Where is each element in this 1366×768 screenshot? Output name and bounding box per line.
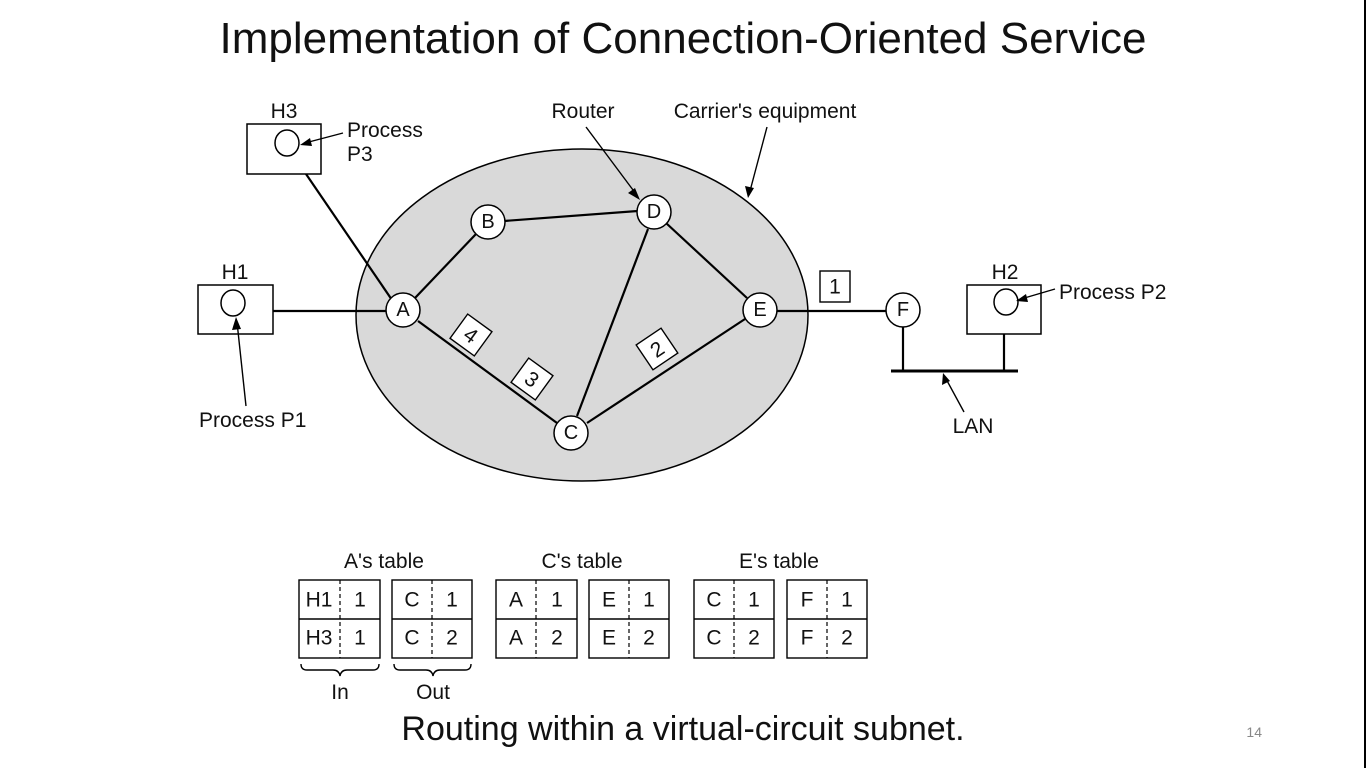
e-in-row1-node: C [706, 589, 721, 612]
page-number: 14 [1246, 724, 1262, 740]
a-table-title: A's table [344, 550, 424, 573]
in-label: In [331, 681, 349, 704]
a-out-row1-vc: 1 [446, 589, 458, 612]
process-p3-label-line1: Process [347, 119, 423, 142]
c-table-title: C's table [541, 550, 622, 573]
packet-3: 3 [510, 357, 554, 401]
c-out-row1-node: E [602, 589, 616, 612]
e-out-row2-vc: 2 [841, 627, 853, 650]
c-out-row2-vc: 2 [643, 627, 655, 650]
packet-1-label: 1 [829, 276, 841, 299]
link-d-e [665, 222, 748, 299]
e-in-row2-node: C [706, 627, 721, 650]
carrier-arrowhead [745, 186, 754, 198]
lan-arrowhead [942, 373, 950, 385]
a-in-row1-vc: 1 [354, 589, 366, 612]
a-table-in: H1 1 H3 1 [298, 579, 381, 659]
carrier-callout-label: Carrier's equipment [674, 100, 857, 123]
out-label: Out [416, 681, 450, 704]
router-b-label: B [481, 211, 494, 233]
process-p1-arrow [236, 321, 247, 407]
e-out-row1-vc: 1 [841, 589, 853, 612]
e-in-row2-vc: 2 [748, 627, 760, 650]
a-out-row2-node: C [404, 627, 419, 650]
process-p1-arrowhead [232, 317, 241, 330]
router-a-label: A [396, 299, 410, 321]
router-d-circle [636, 194, 672, 230]
c-out-row2-node: E [602, 627, 616, 650]
process-p1-label: Process P1 [199, 409, 306, 432]
slide-caption: Routing within a virtual-circuit subnet. [401, 710, 965, 748]
host-h3-label: H3 [271, 100, 298, 123]
link-a-b [414, 233, 477, 299]
process-p3-arrow [304, 132, 344, 144]
link-h3-a [305, 173, 393, 301]
router-f-label: F [897, 299, 909, 321]
router-d-label: D [647, 201, 661, 223]
packet-1: 1 [819, 270, 851, 303]
carrier-callout-arrow [749, 126, 768, 192]
router-b-circle [470, 204, 506, 240]
c-in-row2-vc: 2 [551, 627, 563, 650]
in-brace [300, 663, 380, 677]
process-p3-label-line2: P3 [347, 143, 373, 166]
router-c-circle [553, 415, 589, 451]
process-p2-label: Process P2 [1059, 281, 1166, 304]
e-table-in: C 1 C 2 [693, 579, 775, 659]
a-in-row1-node: H1 [306, 589, 333, 612]
e-out-row1-node: F [801, 589, 814, 612]
out-brace [393, 663, 472, 677]
process-p3-arrowhead [300, 138, 312, 146]
c-in-row1-vc: 1 [551, 589, 563, 612]
e-table-title: E's table [739, 550, 819, 573]
link-a-c [417, 320, 558, 424]
host-h1-label: H1 [222, 261, 249, 284]
router-f-circle [885, 292, 921, 328]
packet-4: 4 [449, 313, 493, 357]
router-e-circle [742, 292, 778, 328]
router-callout-label: Router [551, 100, 614, 123]
e-in-row1-vc: 1 [748, 589, 760, 612]
router-arrowhead [628, 188, 640, 200]
carrier-equipment-region [355, 148, 809, 482]
c-table-out: E 1 E 2 [588, 579, 670, 659]
link-c-e [586, 318, 746, 424]
a-out-row1-node: C [404, 589, 419, 612]
host-h3 [246, 123, 322, 175]
e-out-row2-node: F [801, 627, 814, 650]
lan-arrow [944, 376, 965, 413]
e-table-out: F 1 F 2 [786, 579, 868, 659]
link-c-d [575, 228, 650, 417]
router-a-circle [385, 292, 421, 328]
a-out-row2-vc: 2 [446, 627, 458, 650]
link-b-d [503, 209, 639, 223]
lan-label: LAN [953, 415, 994, 438]
a-in-row2-vc: 1 [354, 627, 366, 650]
router-callout-arrow [585, 126, 637, 195]
c-out-row1-vc: 1 [643, 589, 655, 612]
slide-right-edge [1364, 0, 1366, 768]
c-in-row1-node: A [509, 589, 523, 612]
a-table-out: C 1 C 2 [391, 579, 473, 659]
router-e-label: E [753, 299, 766, 321]
host-h2-label: H2 [992, 261, 1019, 284]
process-p2-arrowhead [1016, 294, 1028, 302]
slide-title: Implementation of Connection-Oriented Se… [219, 14, 1147, 63]
a-in-row2-node: H3 [306, 627, 333, 650]
c-in-row2-node: A [509, 627, 523, 650]
host-h2 [966, 284, 1042, 335]
c-table-in: A 1 A 2 [495, 579, 578, 659]
packet-2: 2 [635, 327, 679, 371]
router-c-label: C [564, 422, 578, 444]
